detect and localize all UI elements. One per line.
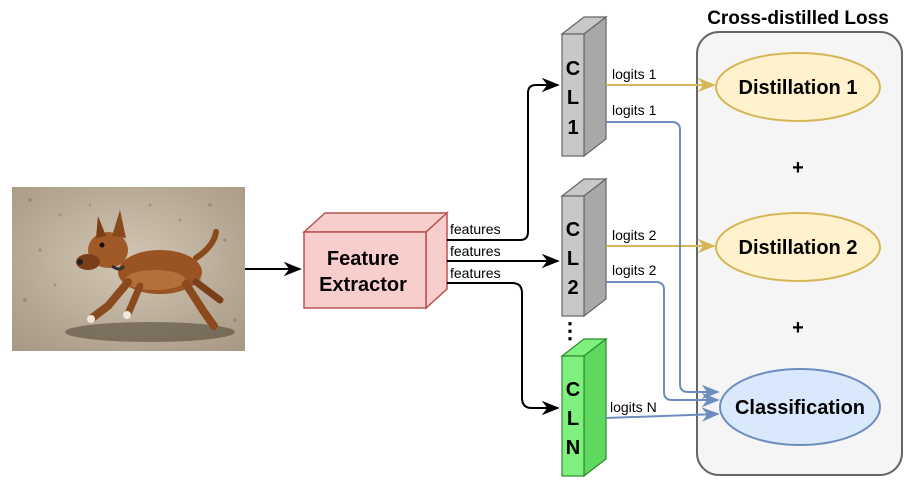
cl2-letter-c: C	[566, 219, 580, 241]
features-arrow-1	[447, 77, 560, 241]
logits-2-to-class-arrow	[606, 281, 720, 408]
classifier-cl1: C L 1	[560, 15, 608, 158]
cln-letter-num: N	[566, 437, 580, 459]
cln-letter-c: C	[566, 379, 580, 401]
logits-n-to-class-arrow	[605, 407, 720, 422]
feature-extractor-box: Feature Extractor	[302, 211, 449, 310]
distillation-1-node: Distillation 1	[715, 52, 881, 122]
puppy-photo	[12, 187, 245, 351]
features-label-1: features	[450, 221, 501, 237]
cl1-letter-num: 1	[567, 117, 578, 139]
classifier-ellipsis: ⋮	[559, 318, 581, 343]
feature-extractor-line1: Feature	[327, 248, 399, 270]
features-arrow-n	[447, 282, 560, 416]
cl2-letter-l: L	[567, 248, 579, 270]
distillation-2-node: Distillation 2	[715, 212, 881, 282]
plus-sign-1: +	[792, 157, 804, 179]
cl1-letter-l: L	[567, 87, 579, 109]
classification-label: Classification	[735, 397, 865, 419]
classifier-cln: C L N	[560, 337, 608, 478]
logits-label-cl1-bottom: logits 1	[612, 102, 657, 118]
features-label-2: features	[450, 243, 501, 259]
panel-title: Cross-distilled Loss	[707, 8, 889, 29]
distillation-2-label: Distillation 2	[739, 237, 858, 259]
feature-extractor-line2: Extractor	[319, 274, 407, 296]
features-label-n: features	[450, 265, 501, 281]
cln-letter-l: L	[567, 408, 579, 430]
cl2-letter-num: 2	[567, 277, 578, 299]
classifier-cl2: C L 2	[560, 177, 608, 318]
logits-label-cln: logits N	[610, 399, 657, 415]
logits-label-cl1-top: logits 1	[612, 66, 657, 82]
cl1-letter-c: C	[566, 58, 580, 80]
distillation-1-label: Distillation 1	[739, 77, 858, 99]
logits-1-to-class-arrow	[606, 121, 720, 400]
logits-label-cl2-top: logits 2	[612, 227, 657, 243]
logits-label-cl2-bottom: logits 2	[612, 262, 657, 278]
plus-sign-2: +	[792, 317, 804, 339]
classification-node: Classification	[719, 368, 881, 446]
